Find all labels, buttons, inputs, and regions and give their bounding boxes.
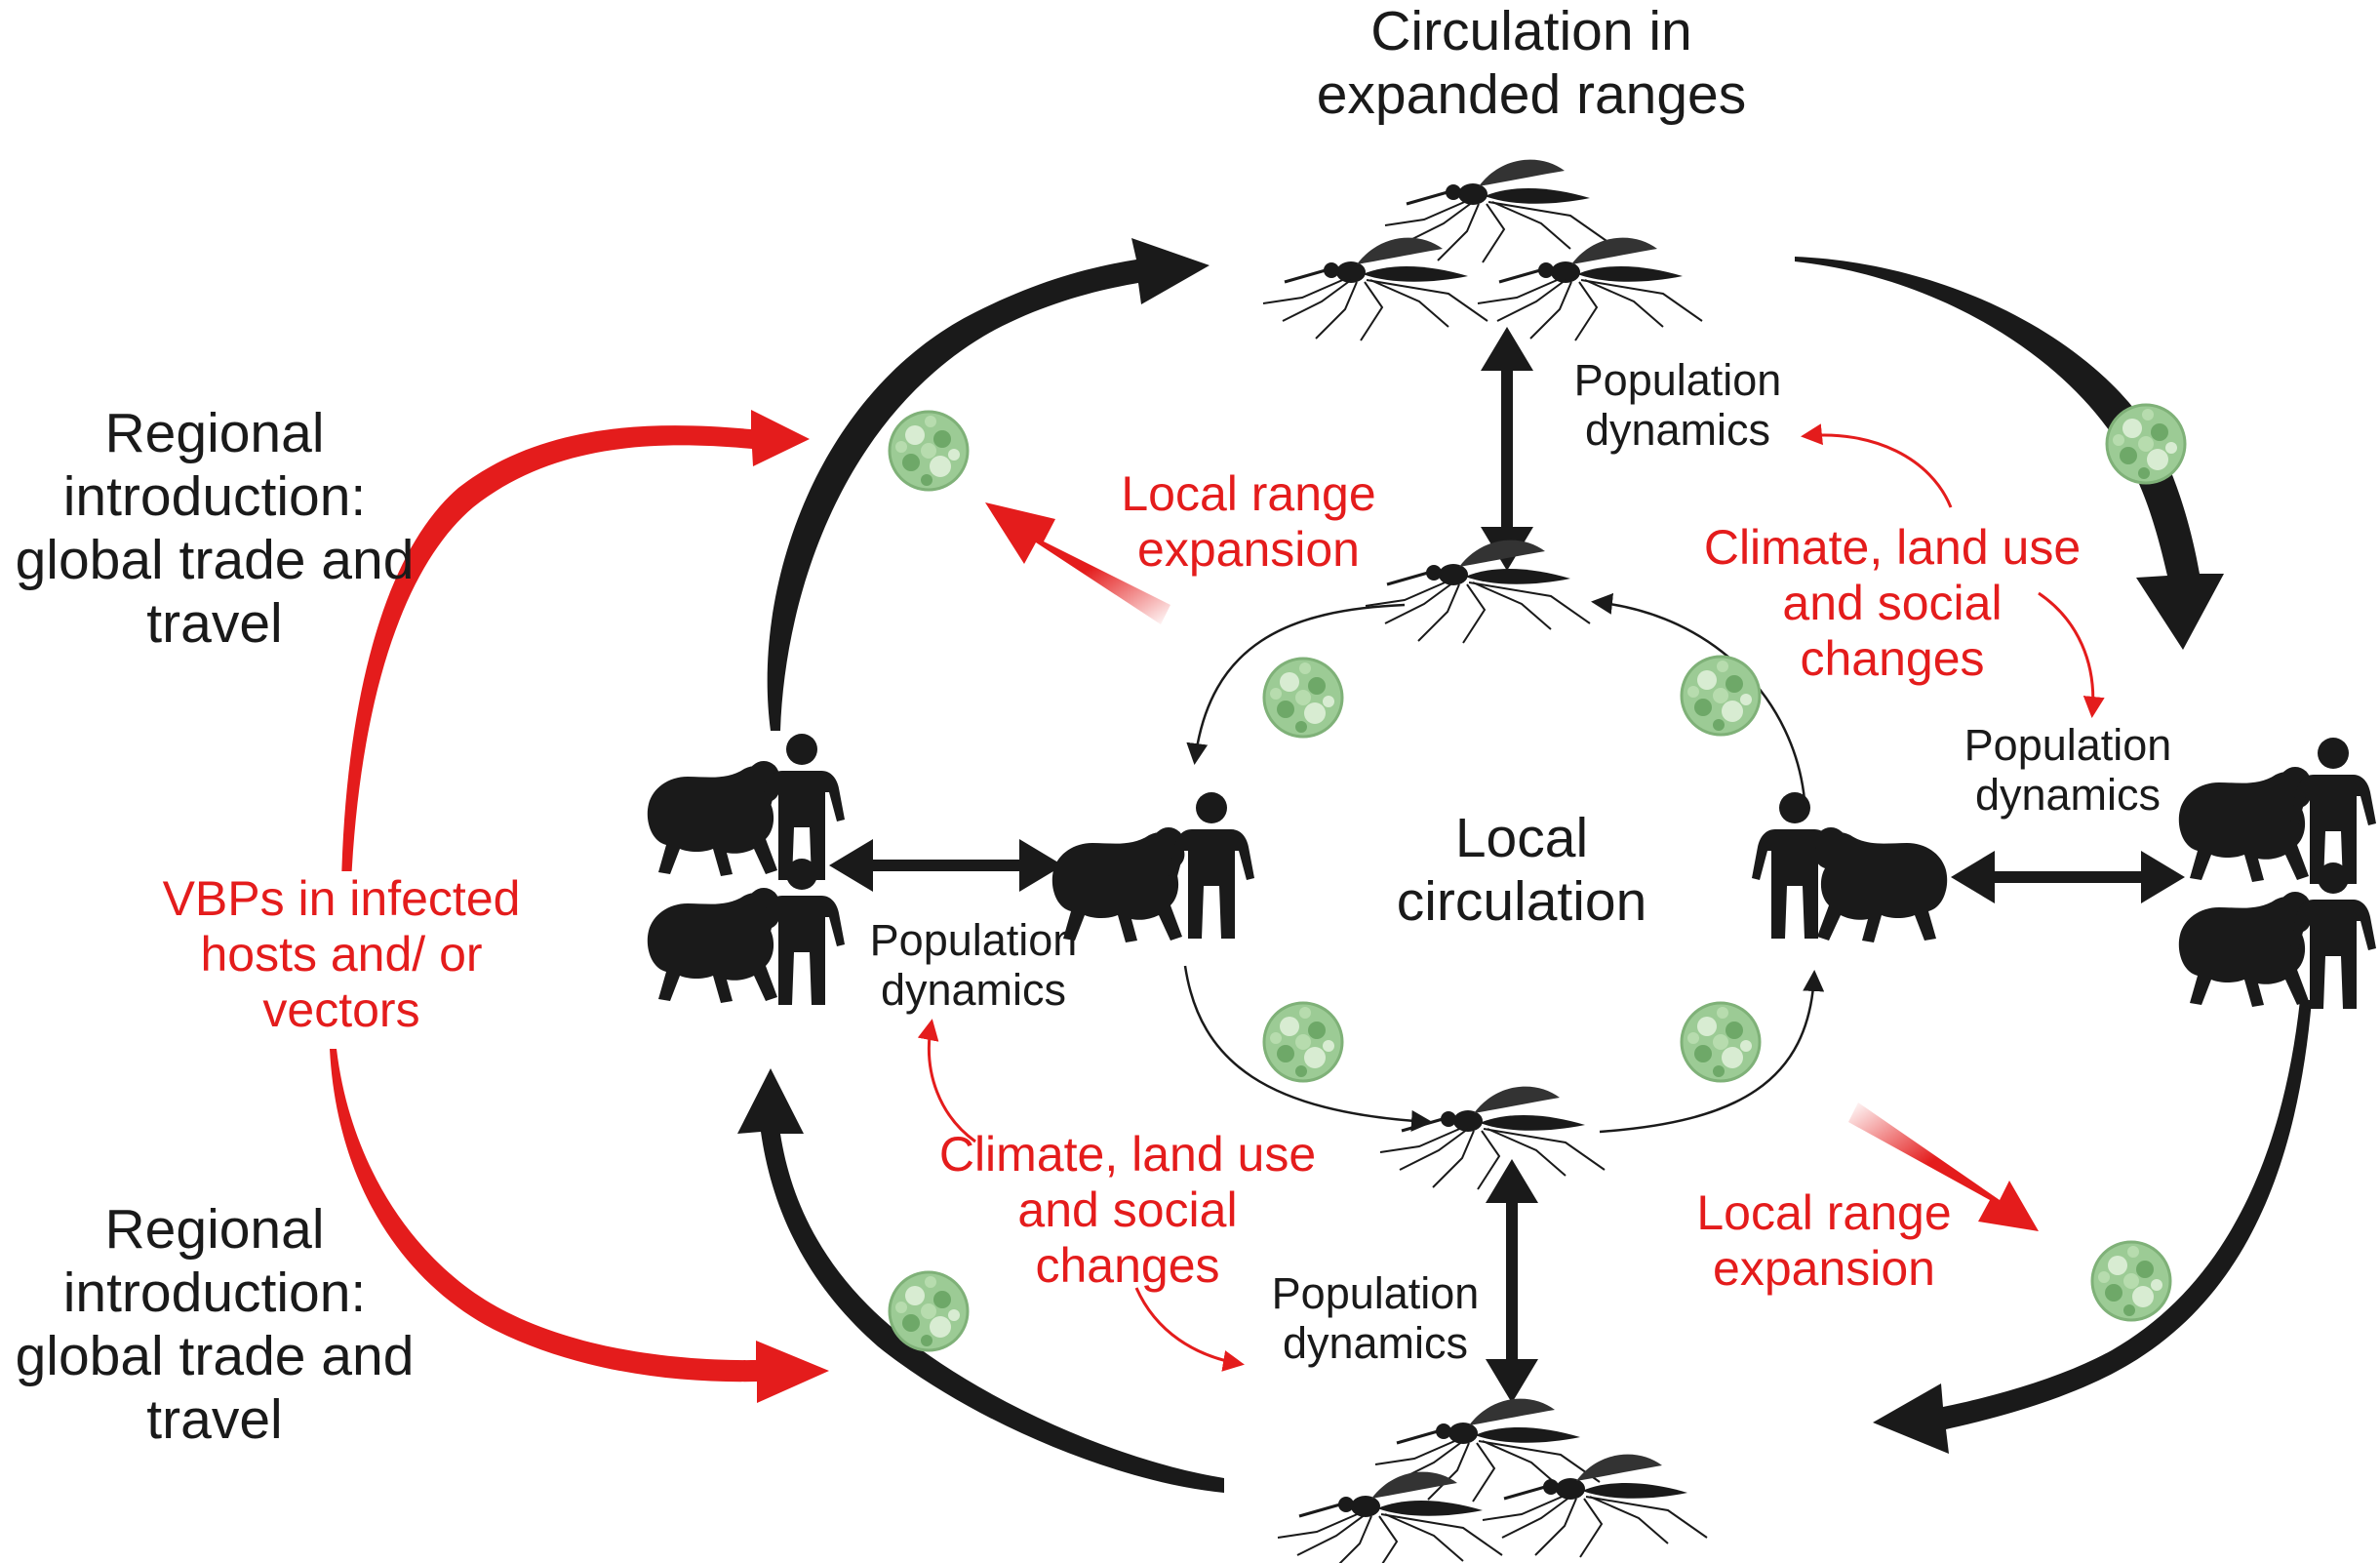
popdyn-right-line-2: dynamics	[1974, 770, 2162, 821]
local-range-expansion-top: Local range expansion	[1092, 466, 1405, 578]
climate-arrow-4	[1134, 1287, 1245, 1372]
popdyn-left-line-1: Population	[869, 915, 1078, 965]
regional-bottom-line-1: Regional	[104, 1198, 325, 1261]
vbps-label: VBPs in infected hosts and/ or vectors	[146, 871, 536, 1038]
vbps-line-1: VBPs in infected	[162, 871, 521, 926]
climate-arrow-2	[2038, 591, 2105, 718]
virus-icon	[888, 410, 970, 492]
outer-arrow-bottom-right	[1873, 1000, 2312, 1454]
climate-top-line-1: Climate, land use	[1703, 520, 2082, 575]
regional-top-line-1: Regional	[104, 402, 325, 464]
regional-top-line-4: travel	[146, 591, 283, 655]
human-icon	[1169, 792, 1254, 939]
regional-bottom-line-3: global trade and	[15, 1324, 415, 1387]
climate-top-line-3: changes	[1800, 631, 1985, 686]
regional-arrow-up	[341, 410, 810, 883]
climate-arrow-3	[917, 1019, 976, 1143]
local-range-top-line-2: expansion	[1137, 522, 1360, 577]
popdyn-left-line-2: dynamics	[880, 965, 1067, 1016]
climate-label-bottom: Climate, land use and social changes	[932, 1127, 1323, 1294]
population-dynamics-bottom: Population dynamics	[1239, 1268, 1512, 1369]
mosquito-icon	[1276, 1470, 1504, 1563]
climate-bottom-line-2: and social	[1017, 1182, 1238, 1237]
double-arrow-top	[1481, 327, 1533, 571]
climate-arrow-1	[1801, 423, 1953, 508]
climate-label-top: Climate, land use and social changes	[1697, 520, 2087, 687]
top-title-line-1: Circulation in	[1370, 0, 1692, 62]
regional-arrow-down	[330, 1049, 829, 1403]
climate-top-line-2: and social	[1782, 576, 2003, 630]
population-dynamics-top: Population dynamics	[1541, 355, 1814, 456]
local-circulation-line-1: Local	[1454, 807, 1589, 869]
local-arrow-top-left	[1186, 603, 1406, 765]
popdyn-bottom-line-1: Population	[1271, 1268, 1480, 1318]
ape-icon	[647, 888, 780, 1003]
local-range-expansion-bottom: Local range expansion	[1658, 1185, 1990, 1297]
virus-icon	[2090, 1240, 2172, 1322]
virus-icon	[1262, 1001, 1344, 1083]
double-arrow-right	[1951, 851, 2185, 903]
regional-bottom-line-2: introduction:	[62, 1261, 367, 1324]
local-arrow-bottom-right	[1599, 970, 1825, 1134]
popdyn-right-line-1: Population	[1964, 720, 2172, 770]
double-arrow-bottom	[1486, 1159, 1538, 1403]
ape-icon	[2178, 892, 2312, 1007]
climate-bottom-line-3: changes	[1035, 1238, 1220, 1293]
climate-bottom-line-1: Climate, land use	[938, 1127, 1317, 1182]
regional-introduction-top: Regional introduction: global trade and …	[0, 402, 429, 656]
mosquito-icon	[1261, 236, 1489, 342]
virus-icon	[1680, 1001, 1762, 1083]
local-circulation-line-2: circulation	[1396, 869, 1647, 933]
popdyn-top-line-1: Population	[1573, 355, 1782, 405]
mosquito-icon	[1476, 236, 1704, 342]
vbps-line-3: vectors	[262, 982, 420, 1037]
population-dynamics-right: Population dynamics	[1931, 720, 2204, 821]
outer-arrow-bottom-left	[737, 1068, 1224, 1493]
population-dynamics-left: Population dynamics	[837, 915, 1110, 1016]
top-title: Circulation in expanded ranges	[1278, 0, 1785, 127]
local-range-top-line-1: Local range	[1121, 466, 1376, 521]
local-circulation-label: Local circulation	[1346, 807, 1697, 934]
mosquito-icon	[1481, 1453, 1709, 1559]
mosquito-icon	[1378, 1085, 1606, 1191]
local-range-arrow-bottom	[1848, 1102, 2039, 1231]
local-range-arrow-top	[985, 502, 1170, 624]
regional-introduction-bottom: Regional introduction: global trade and …	[0, 1198, 429, 1452]
local-arrow-bottom-left	[1183, 965, 1433, 1132]
local-range-bottom-line-2: expansion	[1713, 1241, 1935, 1296]
outer-arrow-top-left	[767, 238, 1210, 731]
regional-top-line-3: global trade and	[15, 528, 415, 591]
regional-bottom-line-4: travel	[146, 1387, 283, 1451]
regional-top-line-2: introduction:	[62, 464, 367, 528]
virus-icon	[1262, 657, 1344, 739]
vbps-line-2: hosts and/ or	[200, 927, 483, 982]
popdyn-top-line-2: dynamics	[1584, 405, 1771, 456]
double-arrow-left	[829, 839, 1063, 892]
popdyn-bottom-line-2: dynamics	[1282, 1318, 1469, 1369]
top-title-line-2: expanded ranges	[1316, 62, 1747, 126]
virus-icon	[2105, 403, 2187, 485]
local-range-bottom-line-1: Local range	[1696, 1185, 1952, 1240]
ape-icon	[1814, 827, 1948, 942]
